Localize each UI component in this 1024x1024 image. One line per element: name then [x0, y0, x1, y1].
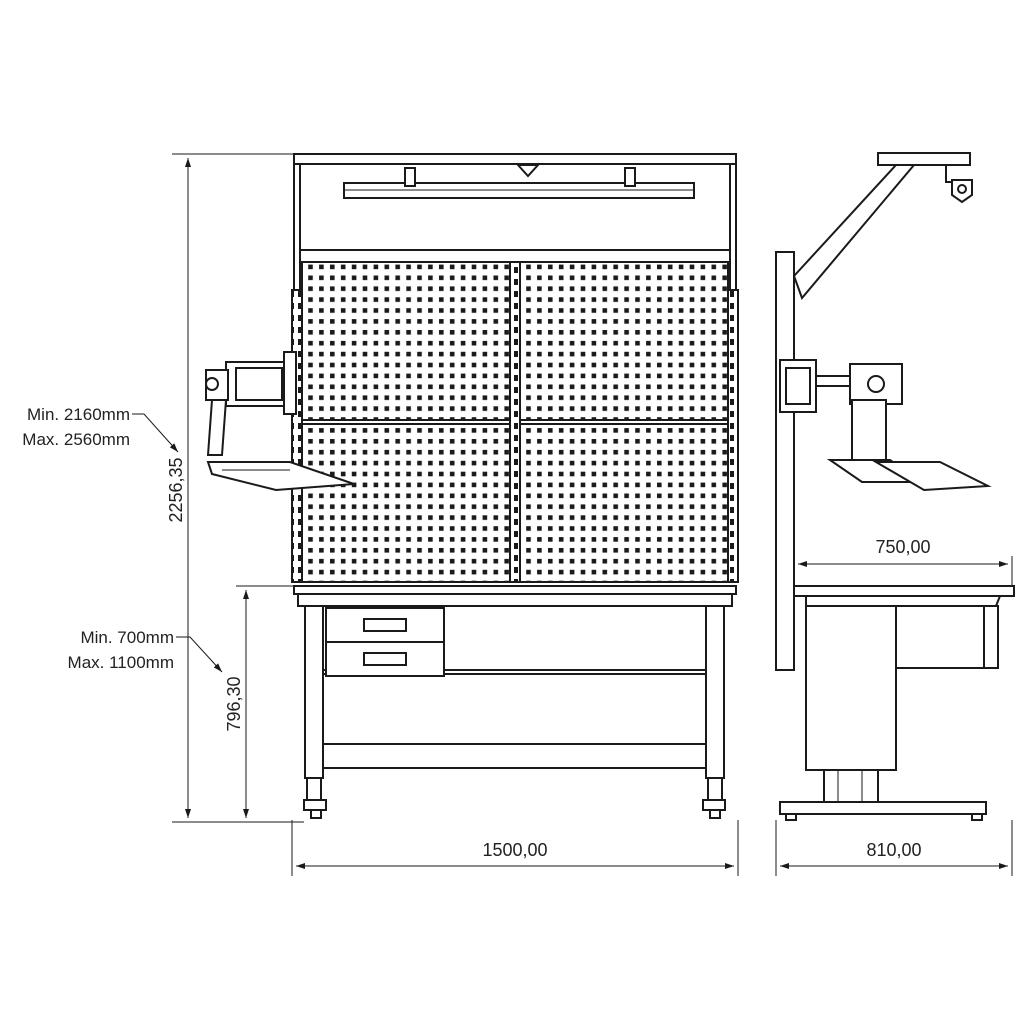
side-upright	[775, 251, 795, 671]
desk-height-label: 796,30	[224, 676, 244, 731]
side-tray-right	[872, 461, 992, 492]
left-leg	[304, 605, 324, 779]
right-upright	[729, 163, 737, 293]
side-foot	[779, 801, 987, 815]
hook-icon	[515, 164, 541, 178]
foot-crossbar	[322, 743, 707, 769]
desk-min-note: Min. 700mm	[80, 628, 174, 647]
front-view	[205, 153, 739, 819]
keyboard-tray	[206, 461, 355, 492]
top-crossbar	[293, 153, 737, 165]
desk-max-note: Max. 1100mm	[68, 653, 174, 672]
right-leg	[705, 605, 725, 779]
height-min-note: Min. 2160mm	[27, 405, 130, 424]
total-height-label: 2256,35	[166, 457, 186, 522]
left-upright	[293, 163, 301, 293]
lamp-arm	[792, 164, 917, 300]
lamp-hanger-left	[404, 167, 416, 187]
width-label: 1500,00	[482, 840, 547, 860]
height-max-note: Max. 2560mm	[22, 430, 130, 449]
depth-label: 810,00	[866, 840, 921, 860]
desktop-top	[293, 585, 737, 595]
dimension-lines	[132, 153, 1013, 876]
lamp-hanger-right	[624, 167, 636, 187]
side-desktop	[793, 585, 1015, 597]
depth-top-label: 750,00	[875, 537, 930, 557]
front-tray-arm	[205, 351, 355, 492]
side-column	[805, 605, 897, 771]
side-view	[775, 152, 1015, 821]
